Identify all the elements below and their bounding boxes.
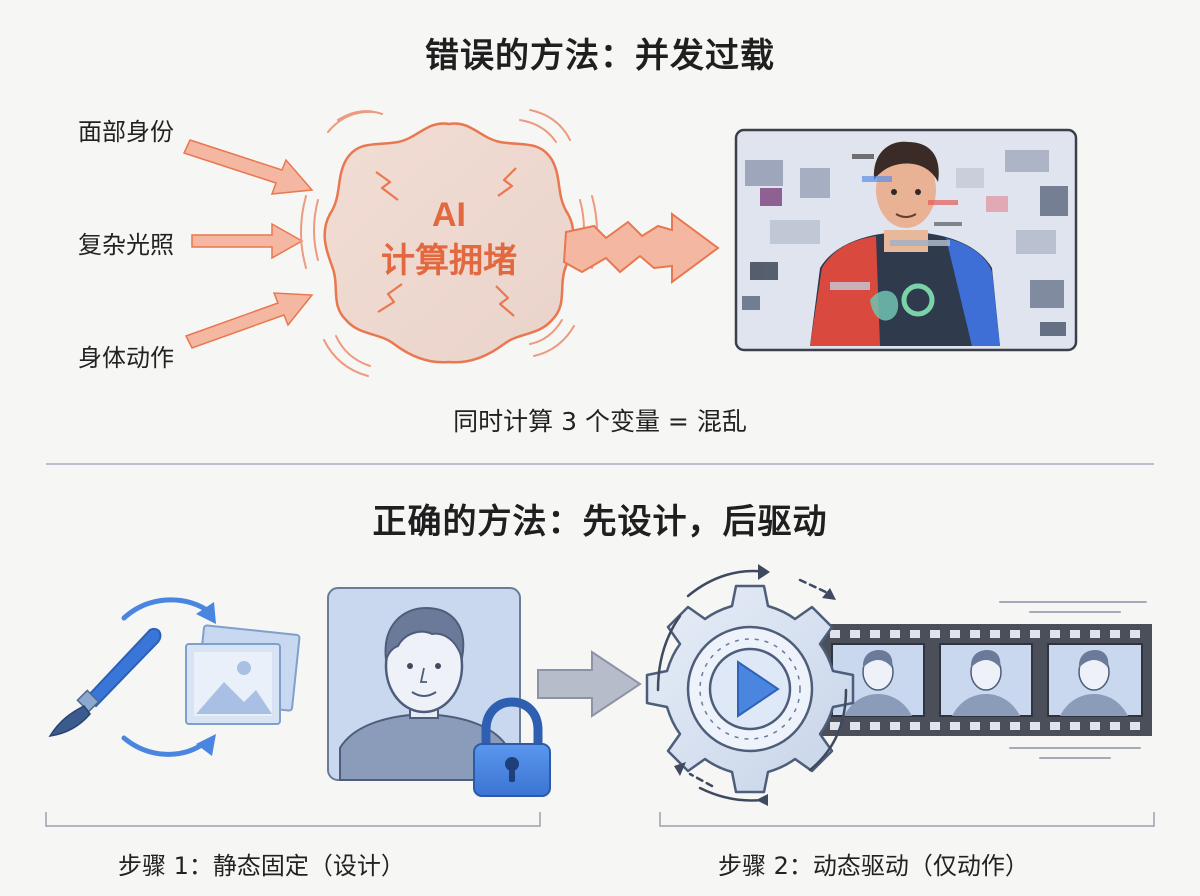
- core-label-ai: AI: [432, 196, 466, 234]
- film-strip: [820, 624, 1152, 736]
- step-brackets: [45, 812, 1155, 827]
- chaos-output-arrow: [562, 212, 720, 284]
- film-frame-3: [1047, 643, 1143, 717]
- design-cycle-arrows: [121, 597, 213, 757]
- film-frame-2: [939, 643, 1033, 717]
- gear-icon: [645, 584, 855, 794]
- top-caption: 同时计算 3 个变量 = 混乱: [453, 407, 747, 436]
- ai-congestion-blob: [323, 122, 575, 364]
- step1-label: 步骤 1：静态固定（设计）: [118, 852, 405, 880]
- paintbrush-icon: [48, 628, 162, 737]
- bottom-title: 正确的方法：先设计，后驱动: [372, 502, 828, 542]
- input-arrow-lighting: [191, 222, 304, 260]
- step2-label: 步骤 2：动态驱动（仅动作）: [718, 852, 1029, 880]
- play-icon: [737, 660, 780, 718]
- input-arrow-motion: [184, 292, 314, 349]
- input-label-motion: 身体动作: [78, 344, 174, 372]
- glitched-video-frame: [734, 128, 1078, 352]
- input-label-identity: 面部身份: [78, 118, 174, 146]
- step-transition-arrow: [537, 650, 642, 718]
- input-arrow-identity: [182, 139, 314, 195]
- input-label-lighting: 复杂光照: [78, 231, 174, 259]
- core-label-congestion: 计算拥堵: [381, 241, 517, 281]
- motion-lines: [999, 601, 1147, 759]
- vibration-lines: [300, 109, 598, 377]
- portrait-panel: [327, 587, 521, 781]
- top-title: 错误的方法：并发过载: [425, 36, 775, 76]
- film-frame-1: [831, 643, 925, 717]
- image-stack-icon: [185, 624, 301, 725]
- padlock-icon: [473, 697, 551, 797]
